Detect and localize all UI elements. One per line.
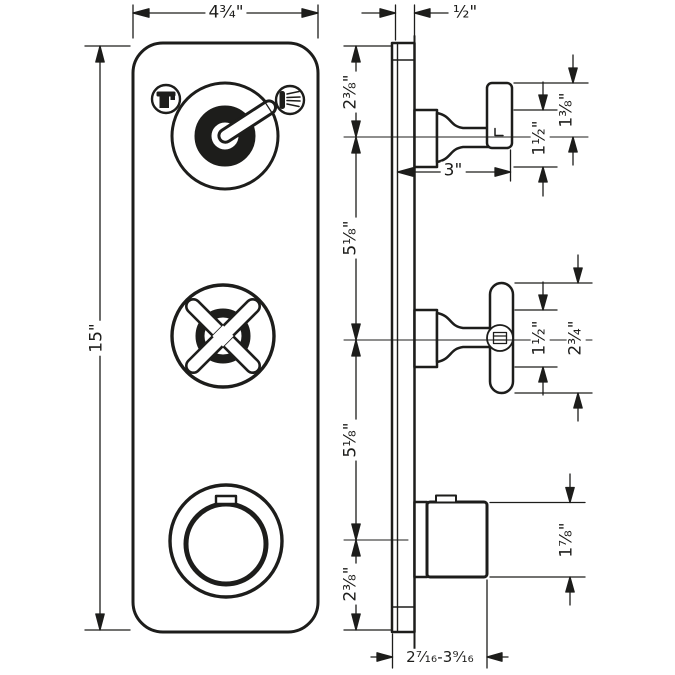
dim-cross-length bbox=[514, 254, 593, 422]
dim-spacing-chain bbox=[343, 45, 393, 631]
handshower-icon bbox=[274, 84, 306, 116]
dim-install-depth bbox=[370, 579, 509, 669]
dim-label-spacing-lower: 5⅛" bbox=[341, 419, 361, 461]
dim-label-plate-width: 4¾" bbox=[205, 3, 247, 23]
dim-lever-height bbox=[513, 54, 589, 166]
cross-handle-side bbox=[413, 281, 515, 395]
dim-label-install-depth: 2⁷⁄₁₆-3⁹⁄₁₆ bbox=[403, 649, 477, 666]
front-view bbox=[131, 41, 320, 634]
dim-label-cross-escutcheon: 1½" bbox=[530, 317, 550, 359]
spout-icon bbox=[150, 83, 182, 115]
dim-label-plate-height: 15" bbox=[87, 320, 107, 356]
side-view bbox=[343, 35, 593, 651]
dim-knob bbox=[489, 473, 586, 606]
dim-label-lever-height: 1⅜" bbox=[557, 89, 577, 131]
dim-label-top-offset: 2⅜" bbox=[341, 71, 361, 113]
dim-label-cross-length: 2¾" bbox=[566, 317, 586, 359]
dim-label-knob: 1⅞" bbox=[557, 519, 577, 561]
thermostat-knob-side bbox=[413, 494, 489, 579]
plate-side bbox=[390, 41, 416, 634]
lever-handle-front bbox=[170, 81, 280, 191]
dim-label-projection: 3" bbox=[440, 161, 466, 181]
dimension-lines bbox=[84, 4, 593, 669]
lever-handle-side bbox=[413, 81, 514, 169]
dim-label-spacing-upper: 5⅛" bbox=[341, 217, 361, 259]
dim-label-plate-thickness: ½" bbox=[449, 3, 481, 23]
thermostat-knob-front bbox=[168, 483, 284, 599]
dim-cross-escutcheon bbox=[514, 281, 558, 396]
dim-label-top-escutcheon: 1½" bbox=[530, 117, 550, 159]
cross-handle-front bbox=[170, 283, 276, 389]
dim-plate-thickness bbox=[361, 4, 449, 41]
dim-top-escutcheon bbox=[513, 81, 558, 197]
dim-label-bottom-offset: 2⅜" bbox=[341, 563, 361, 605]
